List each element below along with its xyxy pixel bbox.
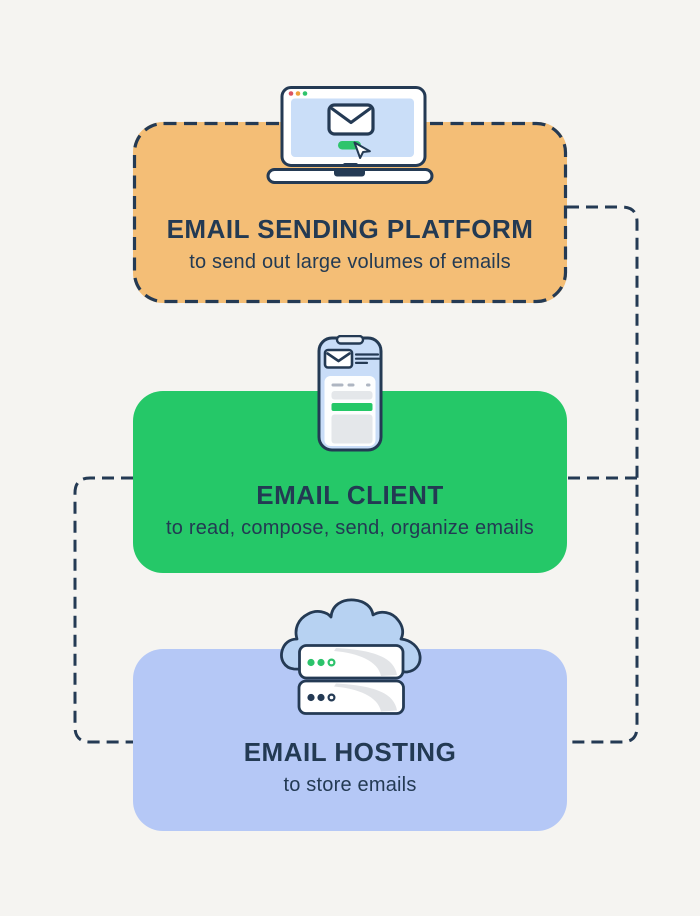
status-dot-navy bbox=[317, 693, 325, 702]
server-bottom bbox=[297, 679, 405, 715]
status-dot-green-outline bbox=[327, 658, 336, 667]
envelope-flap bbox=[330, 107, 372, 125]
laptop-hinge-notch bbox=[343, 163, 358, 167]
server-shine bbox=[334, 648, 397, 676]
panel-gray-block bbox=[331, 414, 373, 444]
window-dot-green bbox=[302, 91, 308, 96]
box-subtitle: to send out large volumes of emails bbox=[189, 250, 511, 273]
panel-gray-bar bbox=[331, 391, 373, 400]
connector-left bbox=[73, 476, 133, 744]
window-dot-orange bbox=[295, 91, 301, 96]
email-hosting-text: EMAIL HOSTING to store emails bbox=[133, 736, 567, 798]
panel-green-bar bbox=[331, 403, 373, 411]
cursor-icon bbox=[353, 141, 371, 159]
status-dot-navy-outline bbox=[327, 693, 336, 702]
cloud-server-icon bbox=[280, 598, 422, 715]
email-sending-platform-text: EMAIL SENDING PLATFORM to send out large… bbox=[133, 213, 567, 275]
box-subtitle: to store emails bbox=[283, 773, 417, 796]
text-lines bbox=[354, 353, 381, 364]
laptop-email-icon bbox=[266, 86, 434, 184]
box-title: EMAIL CLIENT bbox=[256, 480, 444, 510]
laptop-base-notch bbox=[334, 171, 365, 177]
panel-tabs bbox=[331, 383, 371, 387]
envelope-icon bbox=[327, 103, 375, 136]
phone-notch bbox=[335, 335, 365, 345]
status-dot-green bbox=[317, 658, 325, 667]
envelope-flap bbox=[326, 352, 351, 363]
box-title: EMAIL HOSTING bbox=[243, 737, 457, 767]
box-subtitle: to read, compose, send, organize emails bbox=[166, 516, 534, 539]
envelope-icon bbox=[323, 348, 354, 369]
email-client-text: EMAIL CLIENT to read, compose, send, org… bbox=[133, 479, 567, 541]
server-top bbox=[298, 644, 405, 680]
status-dot-green bbox=[307, 658, 315, 667]
connector-right bbox=[567, 205, 639, 744]
smartphone-email-icon bbox=[317, 335, 383, 452]
window-dot-red bbox=[288, 91, 294, 96]
server-shine bbox=[334, 683, 397, 712]
box-title: EMAIL SENDING PLATFORM bbox=[166, 214, 534, 244]
status-dot-navy bbox=[307, 693, 315, 702]
